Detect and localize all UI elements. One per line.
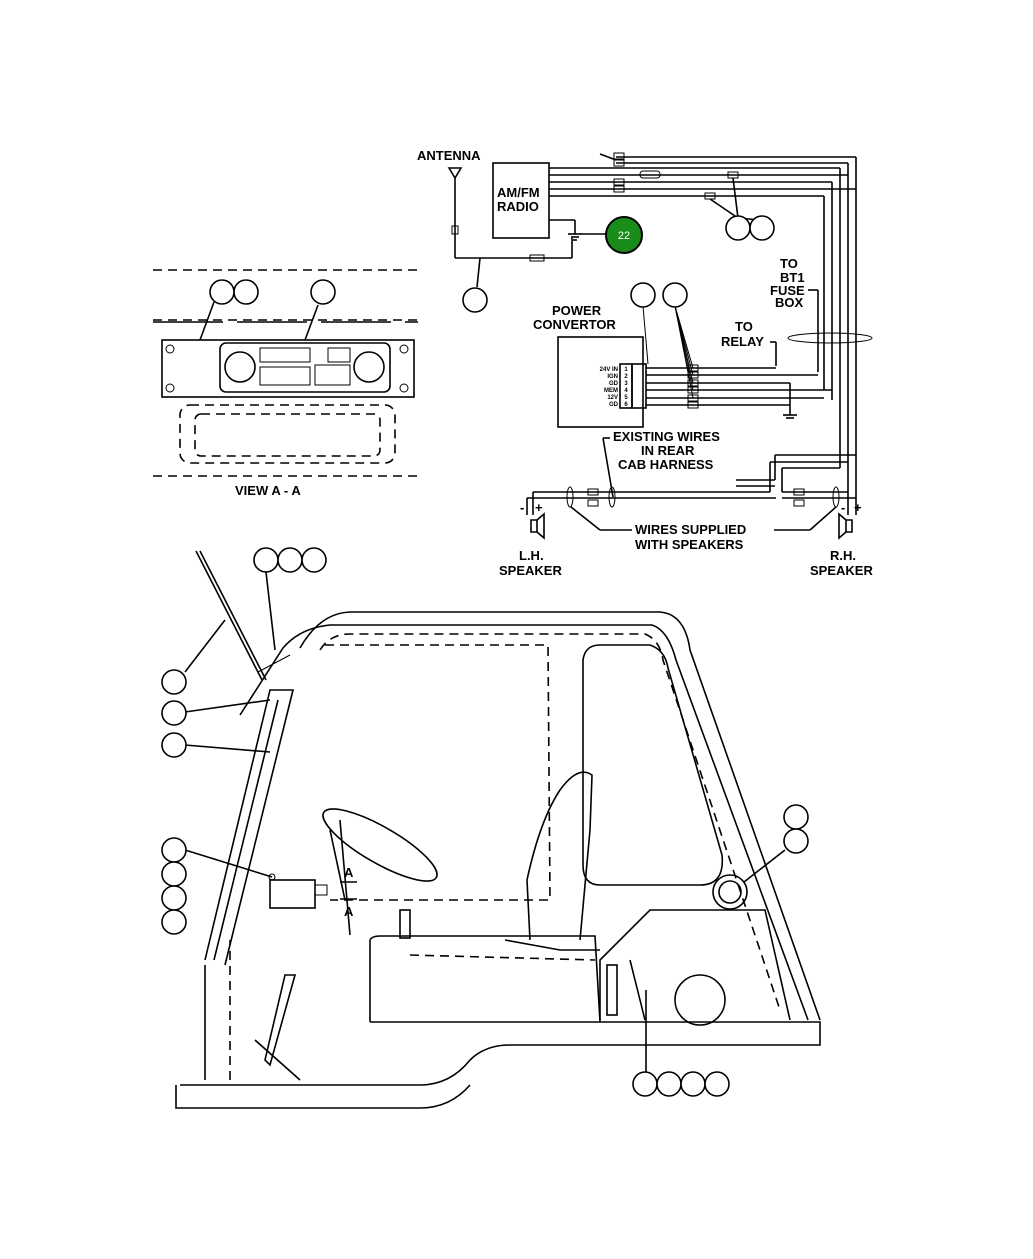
- terminal-number: 2: [624, 374, 628, 380]
- callout-circle: [783, 804, 809, 830]
- to-relay-label-2: RELAY: [721, 334, 764, 349]
- wires-supplied-label-2: WITH SPEAKERS: [635, 537, 744, 552]
- cab-illustration: A A: [161, 547, 821, 1109]
- lh-minus: -: [520, 500, 524, 515]
- section-a-top: A: [344, 865, 354, 880]
- existing-wires-label-2: IN REAR: [641, 443, 695, 458]
- radio-label-1: AM/FM: [497, 185, 540, 200]
- terminal-number: 3: [624, 381, 628, 387]
- terminal-label: IGN: [607, 374, 618, 380]
- lh-plus: +: [535, 500, 543, 515]
- terminal-label: MEM: [604, 388, 618, 394]
- power-convertor-label-1: POWER: [552, 303, 602, 318]
- existing-wires-label-1: EXISTING WIRES: [613, 429, 720, 444]
- callout-circle: [749, 215, 775, 241]
- to-bt1-label-4: BOX: [775, 295, 804, 310]
- callout-circle: [209, 279, 235, 305]
- radio-label-2: RADIO: [497, 199, 539, 214]
- rh-plus: +: [854, 500, 862, 515]
- highlighted-callout-22[interactable]: 22: [605, 216, 643, 254]
- lh-speaker-label-1: L.H.: [519, 548, 544, 563]
- terminal-label: 24V IN: [600, 367, 618, 373]
- callout-circle: [630, 282, 656, 308]
- callout-22-label: 22: [618, 230, 630, 242]
- terminal-label: GD: [609, 402, 619, 408]
- power-convertor-label-2: CONVERTOR: [533, 317, 616, 332]
- section-a-bottom: A: [344, 904, 354, 919]
- view-a-a-label: VIEW A - A: [235, 483, 301, 498]
- rh-speaker-label-1: R.H.: [830, 548, 856, 563]
- callout-circle: [680, 1071, 706, 1097]
- to-bt1-label-2: BT1: [780, 270, 805, 285]
- rh-minus: -: [841, 500, 845, 515]
- view-a-a: VIEW A - A: [153, 269, 418, 498]
- am-fm-radio-box: [492, 162, 550, 239]
- callout-circle: [783, 828, 809, 854]
- callout-circle: [161, 837, 187, 863]
- terminal-number: 6: [624, 402, 628, 408]
- terminal-number: 1: [624, 367, 628, 373]
- callout-circle: [161, 861, 187, 887]
- lh-speaker-label-2: SPEAKER: [499, 563, 562, 578]
- wiring-schematic: ANTENNA AM/FM RADIO: [417, 148, 873, 578]
- callout-circle: [161, 909, 187, 935]
- callout-circle: [161, 669, 187, 695]
- terminal-label: 12V: [607, 395, 618, 401]
- callout-circle: [310, 279, 336, 305]
- callout-circle: [725, 215, 751, 241]
- callout-circle: [277, 547, 303, 573]
- terminal-label: GD: [609, 381, 619, 387]
- rh-speaker-label-2: SPEAKER: [810, 563, 873, 578]
- callout-circle: [161, 732, 187, 758]
- to-bt1-label-1: TO: [780, 256, 798, 271]
- callout-circle: [632, 1071, 658, 1097]
- antenna-label: ANTENNA: [417, 148, 481, 163]
- to-relay-label-1: TO: [735, 319, 753, 334]
- callout-circle: [462, 287, 488, 313]
- callout-circle: [161, 885, 187, 911]
- to-bt1-label-3: FUSE: [770, 283, 805, 298]
- wires-supplied-label-1: WIRES SUPPLIED: [635, 522, 746, 537]
- power-convertor-box: [557, 336, 644, 428]
- callout-circle: [662, 282, 688, 308]
- radio-unit: [269, 879, 316, 909]
- existing-wires-label-3: CAB HARNESS: [618, 457, 714, 472]
- terminal-number: 4: [624, 388, 628, 394]
- callout-circle: [301, 547, 327, 573]
- callout-circle: [233, 279, 259, 305]
- callout-circle: [656, 1071, 682, 1097]
- callout-circle: [161, 700, 187, 726]
- terminal-number: 5: [624, 395, 628, 401]
- callout-circle: [253, 547, 279, 573]
- callout-circle: [704, 1071, 730, 1097]
